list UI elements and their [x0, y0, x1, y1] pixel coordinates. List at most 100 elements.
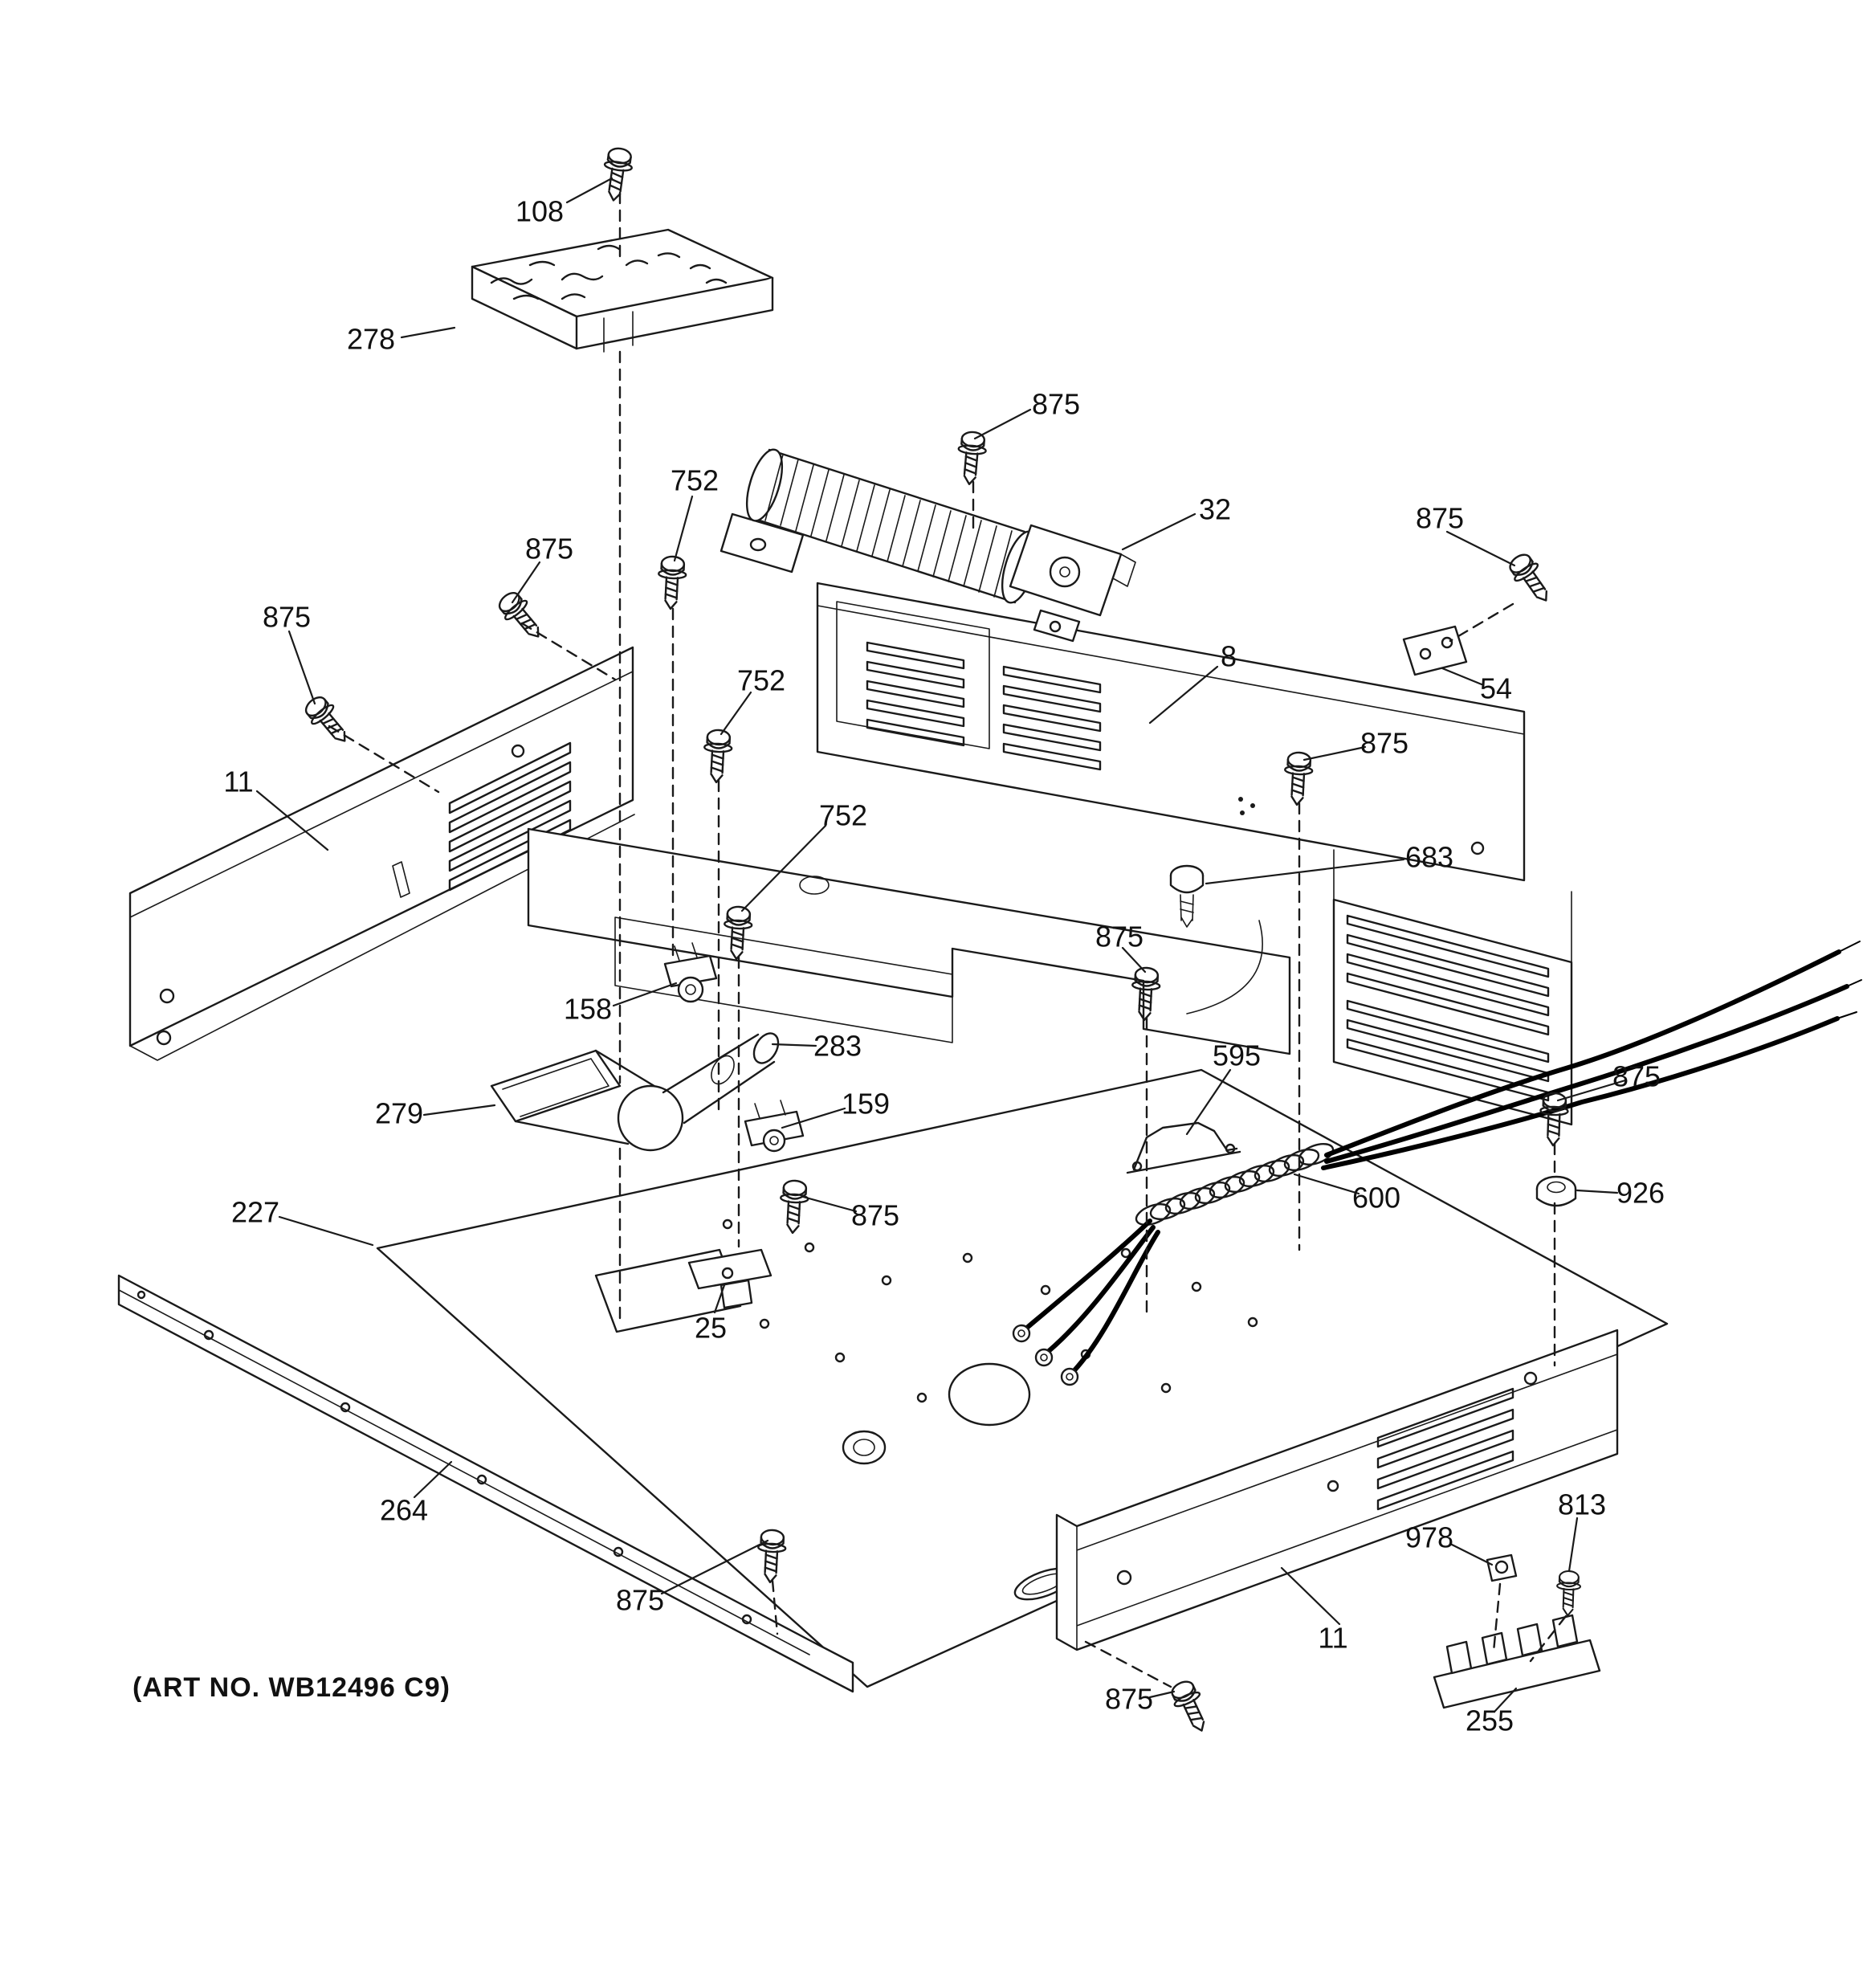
part-label-875: 875 [616, 1584, 664, 1617]
leader-line-752 [740, 824, 827, 912]
part-label-227: 227 [231, 1196, 279, 1229]
leader-line-255 [1494, 1687, 1518, 1712]
screw-875 [1503, 549, 1559, 610]
fan-blades [764, 454, 1013, 598]
wire-clip-255 [1433, 1614, 1601, 1709]
thumbscrew-683 [1169, 864, 1205, 928]
leader-line-25 [713, 1284, 726, 1314]
screw-108 [598, 145, 636, 204]
leader-line-875 [511, 561, 541, 604]
wire-harness-600 [1012, 941, 1862, 1386]
ring-terminals [1012, 1324, 1079, 1386]
leader-line-875 [1445, 530, 1516, 567]
leader-line-11 [1280, 1566, 1341, 1626]
leader-line-875 [1556, 1079, 1627, 1102]
screw-752 [701, 728, 734, 785]
leader-line-279 [422, 1104, 496, 1116]
part-label-8: 8 [1221, 640, 1237, 673]
part-label-752: 752 [671, 464, 719, 497]
leader-line-8 [1148, 665, 1219, 725]
leader-line-875 [1121, 946, 1147, 974]
leader-line-875 [1302, 745, 1367, 761]
right-side-panel-11 [1055, 1329, 1619, 1651]
fan-assembly-32 [720, 448, 1136, 643]
part-label-875: 875 [1032, 388, 1080, 421]
part-label-595: 595 [1213, 1039, 1261, 1072]
insulation-pad-278 [471, 228, 774, 353]
leader-line-978 [1449, 1542, 1494, 1566]
rear-panel-8 [816, 582, 1573, 1126]
screw-813 [1555, 1570, 1582, 1617]
leader-line-595 [1185, 1068, 1232, 1136]
part-label-264: 264 [380, 1494, 428, 1527]
duct-tube-283 [662, 1032, 780, 1125]
part-label-978: 978 [1405, 1521, 1453, 1554]
pad-texture [490, 244, 728, 300]
part-label-278: 278 [347, 323, 395, 356]
cooling-duct-279 [490, 1032, 780, 1152]
part-label-279: 279 [375, 1097, 423, 1130]
front-rail-264 [117, 1274, 854, 1693]
leader-line-32 [1121, 512, 1196, 551]
leader-line-875 [287, 630, 316, 705]
leader-line-752 [673, 495, 694, 562]
part-label-25: 25 [695, 1312, 727, 1345]
part-label-875: 875 [851, 1199, 899, 1232]
part-label-875: 875 [1360, 727, 1408, 760]
part-label-255: 255 [1466, 1704, 1514, 1737]
part-label-283: 283 [813, 1030, 862, 1063]
leader-line-875 [801, 1195, 858, 1213]
part-label-875: 875 [1095, 921, 1143, 953]
part-label-11: 11 [223, 765, 253, 798]
part-label-158: 158 [564, 993, 612, 1026]
leader-line-54 [1441, 667, 1483, 686]
screw-875 [1166, 1676, 1216, 1737]
mounting-bracket-54 [1402, 625, 1468, 676]
leader-line-11 [255, 790, 329, 851]
rear-flange-louvers [1346, 914, 1550, 1102]
part-label-875: 875 [263, 601, 311, 634]
leader-line-600 [1293, 1173, 1360, 1195]
screw-752 [655, 554, 688, 611]
art-number: (ART NO. WB12496 C9) [132, 1672, 450, 1703]
fan-motor [1009, 524, 1123, 617]
leader-line-683 [1205, 858, 1405, 885]
leader-line-264 [413, 1460, 453, 1499]
floor-panel-227 [376, 1068, 1669, 1688]
part-label-875: 875 [1416, 502, 1464, 535]
leader-line-227 [278, 1215, 374, 1247]
part-label-813: 813 [1558, 1488, 1606, 1521]
part-label-752: 752 [819, 799, 867, 832]
part-label-875: 875 [1105, 1683, 1153, 1716]
leader-line-875 [973, 408, 1032, 440]
leader-line-108 [565, 177, 614, 204]
leader-line-158 [612, 982, 678, 1007]
leader-line-278 [400, 326, 456, 339]
leader-line-752 [720, 691, 752, 736]
screw-875 [493, 586, 550, 647]
screw-875 [300, 691, 357, 751]
nut-926 [1535, 1175, 1577, 1207]
leader-line-926 [1576, 1189, 1619, 1194]
part-label-752: 752 [737, 664, 785, 697]
part-label-11: 11 [1318, 1622, 1347, 1655]
thermostat-158 [663, 942, 718, 1003]
part-label-926: 926 [1616, 1177, 1665, 1210]
leader-line-283 [771, 1043, 817, 1047]
part-label-159: 159 [842, 1088, 890, 1121]
leader-line-813 [1567, 1517, 1579, 1573]
part-label-108: 108 [516, 195, 564, 228]
part-label-875: 875 [525, 533, 573, 565]
leader-line-875 [1148, 1690, 1176, 1699]
part-label-32: 32 [1199, 493, 1231, 526]
thermostat-159 [744, 1100, 805, 1153]
leader-line-875 [660, 1539, 769, 1595]
rear-panel-louvers [866, 641, 1102, 771]
bracket-25 [687, 1248, 773, 1309]
support-panel [527, 827, 1291, 1055]
left-side-panel-11 [128, 646, 635, 1061]
part-label-600: 600 [1352, 1182, 1400, 1214]
